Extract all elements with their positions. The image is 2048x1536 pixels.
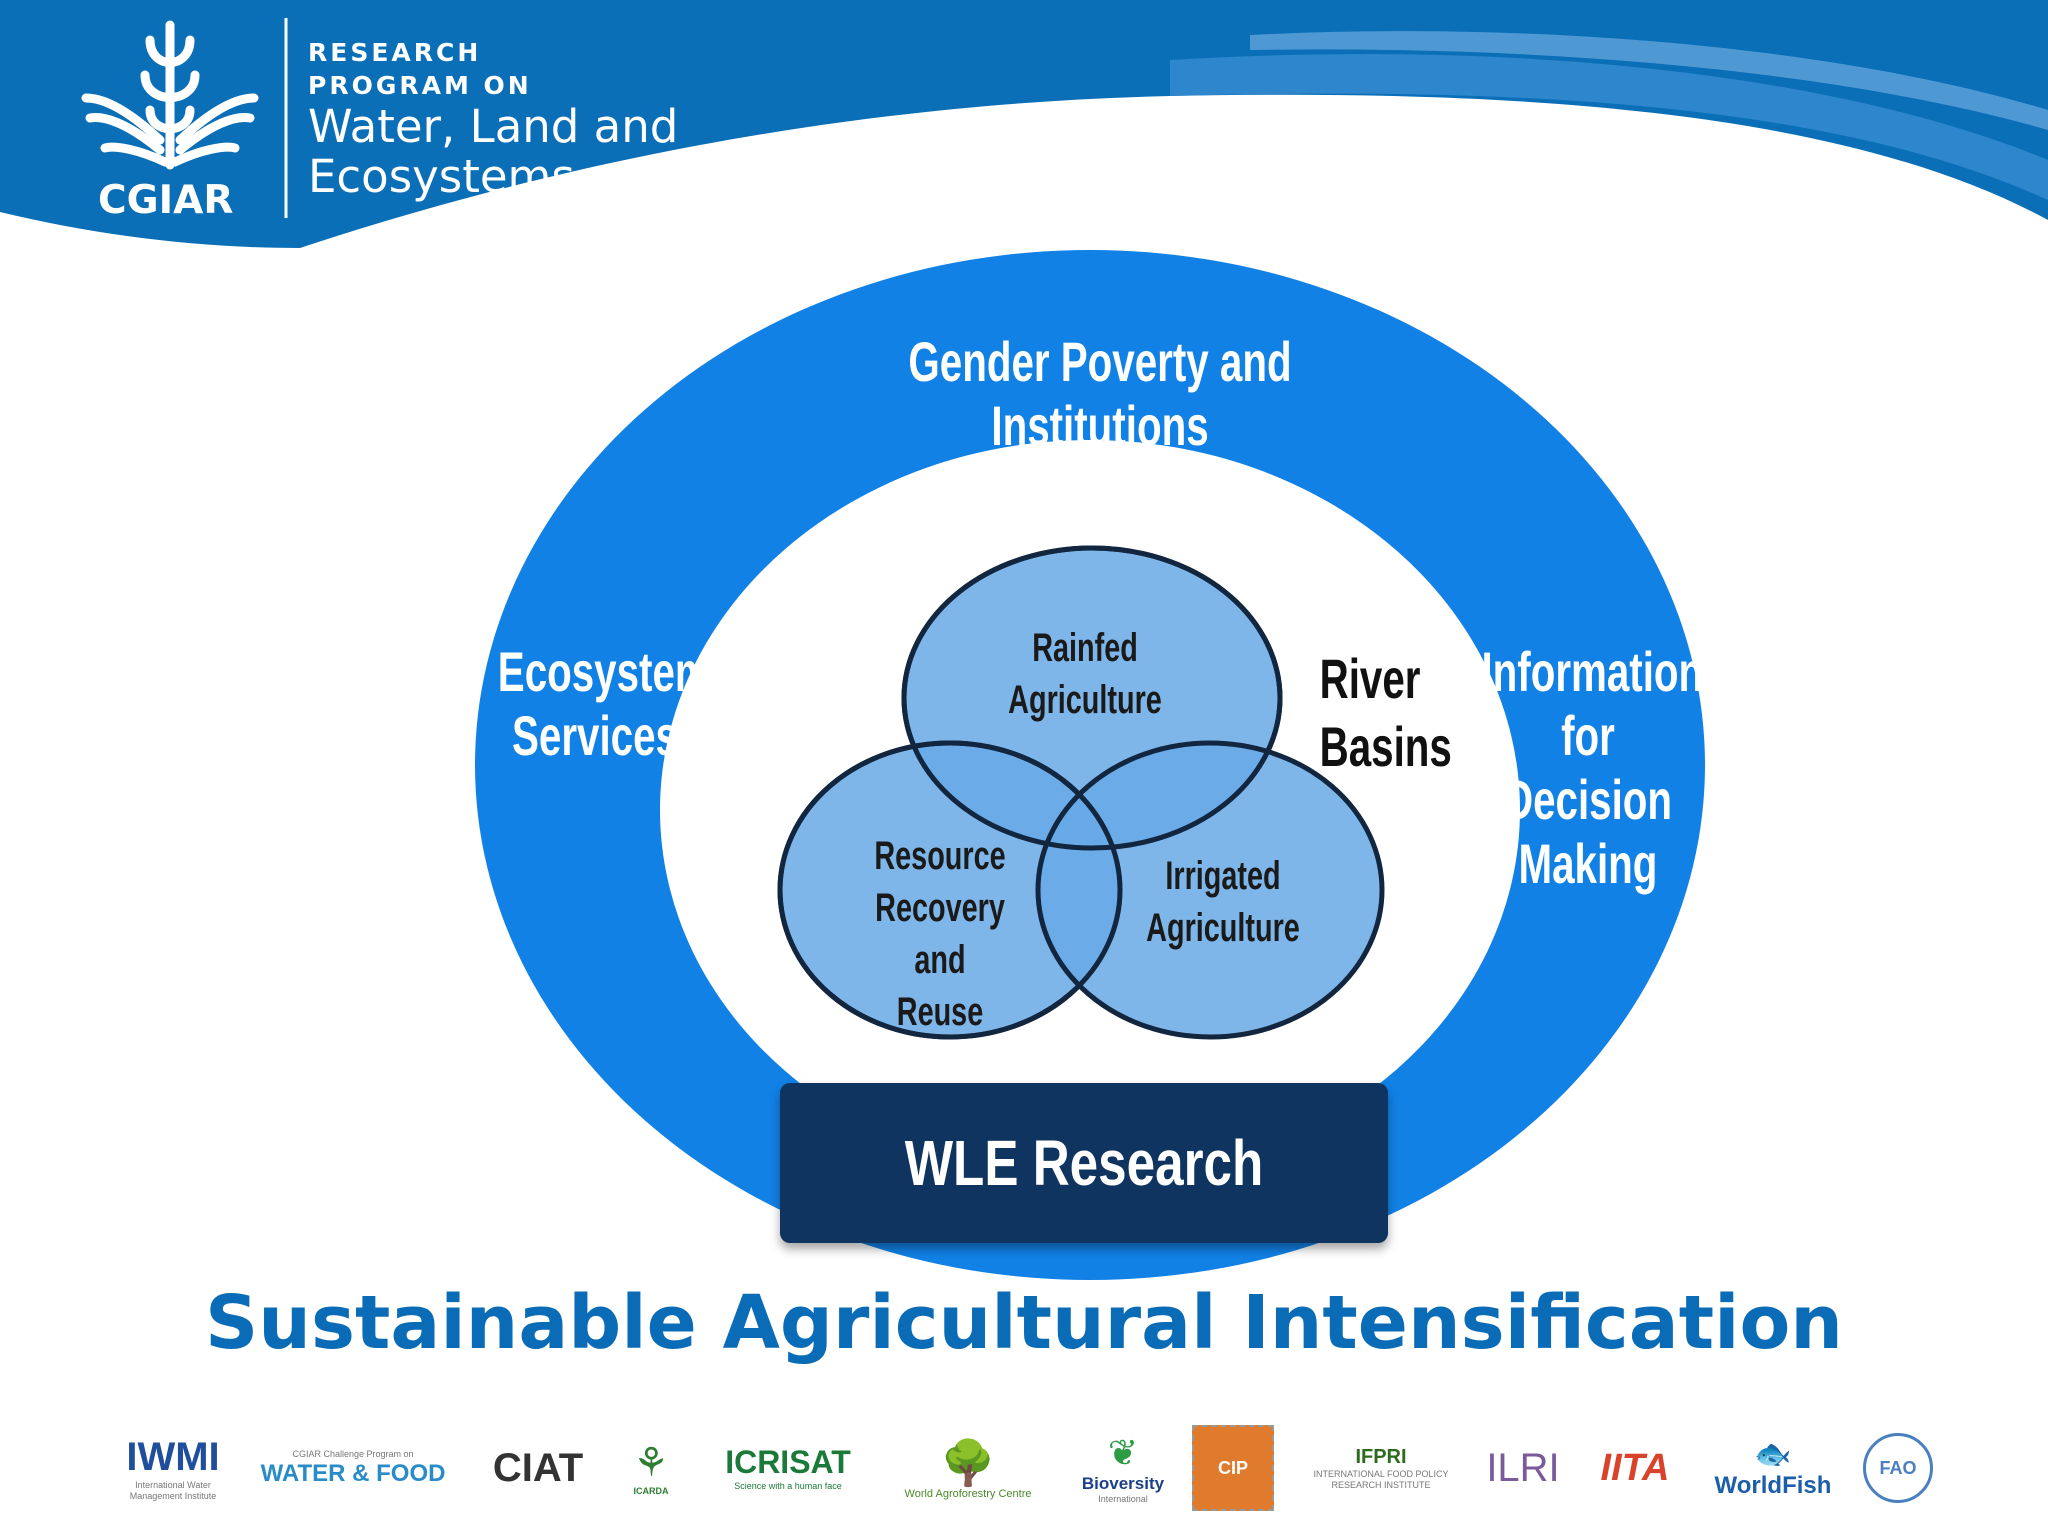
leaf-figure-icon: ❦ — [1107, 1431, 1139, 1473]
program-line-3: Water, Land and — [308, 100, 679, 153]
logo-ilri: ILRI — [1486, 1445, 1560, 1490]
logo-ifpri: IFPRI INTERNATIONAL FOOD POLICY RESEARCH… — [1313, 1445, 1449, 1490]
label-irrigated-agriculture: Irrigated Agriculture — [1146, 854, 1300, 950]
logo-water-food: CGIAR Challenge Program on WATER & FOOD — [260, 1448, 446, 1487]
wle-diagram — [475, 250, 1705, 1280]
fish-icon: 🐟 — [1754, 1437, 1792, 1471]
logo-icrisat: ICRISAT Science with a human face — [725, 1444, 851, 1491]
program-line-4: Ecosystems — [308, 150, 575, 203]
logo-fao: FAO — [1858, 1418, 1938, 1518]
label-river-basins: River Basins — [1319, 647, 1452, 778]
label-ecosystem-services: Ecosystem Services — [497, 640, 711, 767]
label-information-decision: Information for Decision Making — [1481, 640, 1704, 895]
logo-worldfish: 🐟 WorldFish — [1714, 1437, 1832, 1499]
partner-logos: IWMI International Water Management Inst… — [118, 1418, 1933, 1518]
page-title: Sustainable Agricultural Intensification — [204, 1280, 1843, 1366]
cgiar-logo-icon — [81, 18, 288, 218]
program-line-1: RESEARCH — [308, 38, 482, 67]
header-wave — [0, 0, 2048, 248]
label-resource-recovery: Resource Recovery and Reuse — [874, 834, 1006, 1034]
cgiar-wordmark: CGIAR — [98, 178, 234, 223]
logo-iwmi: IWMI International Water Management Inst… — [126, 1434, 220, 1501]
wheat-icon: ⚘ — [633, 1440, 669, 1485]
portfolio-label: WLE Research Portfolios — [904, 1127, 1264, 1359]
program-line-2: PROGRAM ON — [308, 71, 532, 100]
label-rainfed-agriculture: Rainfed Agriculture — [1008, 626, 1162, 722]
logo-ciat: CIAT — [492, 1445, 584, 1490]
program-title: RESEARCH PROGRAM ON Water, Land and Ecos… — [308, 36, 678, 202]
portfolio-box: WLE Research Portfolios — [780, 1083, 1388, 1359]
circle-irrigated — [1035, 740, 1385, 1040]
logo-cip: CIP — [1188, 1418, 1278, 1518]
logo-world-agroforestry: 🌳 World Agroforestry Centre — [904, 1438, 1032, 1500]
tree-icon: 🌳 — [940, 1438, 996, 1488]
logo-iita: IITA — [1600, 1446, 1670, 1489]
label-gender-poverty: Gender Poverty and Institutions — [908, 330, 1292, 457]
logo-icarda: ⚘ ICARDA — [633, 1440, 669, 1496]
logo-bioversity: ❦ Bioversity International — [1081, 1431, 1165, 1504]
